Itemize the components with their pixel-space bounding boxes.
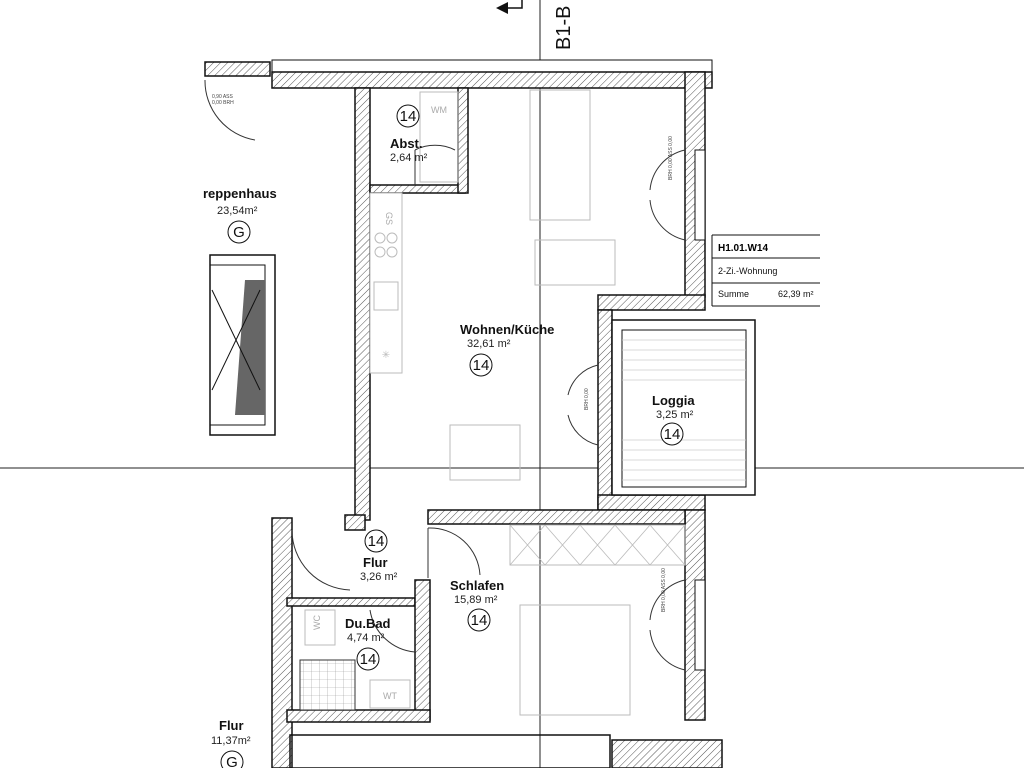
- room-tag: 14: [360, 651, 377, 668]
- room-area: 2,64 m²: [390, 152, 428, 164]
- room-wohnen-kueche: Wohnen/Küche 32,61 m² 14: [460, 322, 554, 377]
- room-flur: 14 Flur 3,26 m²: [360, 529, 398, 583]
- door-label: BRH 0,00: [584, 388, 590, 410]
- room-schlafen: Schlafen 15,89 m² 14: [450, 578, 504, 632]
- loggia: [611, 319, 756, 496]
- room-flur-common: Flur 11,37m² G: [211, 718, 251, 768]
- walls: [271, 59, 723, 768]
- dryer: [369, 679, 411, 709]
- room-area: 3,25 m²: [656, 409, 694, 421]
- room-name: Abst.: [390, 136, 423, 151]
- room-area: 4,74 m²: [347, 632, 385, 644]
- room-tag: 14: [400, 108, 417, 125]
- room-tag: 14: [473, 357, 490, 374]
- room-abstellraum: 14 Abst. 2,64 m²: [390, 104, 428, 164]
- window-label: 0,00 BRH: [212, 100, 234, 106]
- window-label: 0,90 ASS: [212, 94, 234, 100]
- room-loggia: Loggia 3,25 m² 14: [652, 393, 695, 446]
- room-name: Du.Bad: [345, 616, 391, 631]
- room-tag: 14: [368, 533, 385, 550]
- room-name: Schlafen: [450, 578, 504, 593]
- room-tag: 14: [664, 426, 681, 443]
- room-bad: Du.Bad 4,74 m² 14: [345, 616, 391, 671]
- fridge-label: GS: [384, 212, 394, 225]
- shower: [299, 659, 356, 711]
- room-area: 15,89 m²: [454, 594, 498, 606]
- sum-label: Summe: [718, 289, 749, 299]
- toilet-label: WC: [312, 615, 322, 630]
- room-treppenhaus: reppenhaus 23,54m² G: [203, 186, 277, 244]
- sum-value: 62,39 m²: [778, 289, 814, 299]
- section-arrowhead-icon: [496, 2, 508, 14]
- window-label: BRH 0,00 ASS 0,00: [661, 568, 667, 612]
- room-area: 3,26 m²: [360, 571, 398, 583]
- washer-label: WM: [431, 105, 447, 115]
- washer: [419, 91, 459, 183]
- windows-doors: [291, 144, 706, 671]
- kitchen-counter: ✳: [369, 192, 403, 374]
- room-area: 32,61 m²: [467, 338, 511, 350]
- staircase: [204, 61, 276, 436]
- unit-info-box: H1.01.W14 2-Zi.-Wohnung Summe 62,39 m²: [711, 234, 820, 307]
- toilet: [304, 609, 336, 646]
- room-tag: G: [226, 754, 238, 768]
- room-name: Flur: [363, 555, 388, 570]
- section-marker: B1-B: [553, 6, 575, 50]
- room-name: Wohnen/Küche: [460, 322, 554, 337]
- room-tag: G: [233, 224, 245, 241]
- room-name: Loggia: [652, 393, 695, 408]
- room-name: Flur: [219, 718, 244, 733]
- unit-id: H1.01.W14: [718, 243, 768, 254]
- dryer-label: WT: [383, 691, 397, 701]
- room-area: 11,37m²: [211, 735, 251, 747]
- furniture: [449, 89, 686, 716]
- room-name: reppenhaus: [203, 186, 277, 201]
- extractor-icon: ✳: [382, 350, 390, 361]
- unit-type: 2-Zi.-Wohnung: [718, 266, 777, 276]
- window-label: BRH 0,00 ASS 0,00: [668, 136, 674, 180]
- room-tag: 14: [471, 612, 488, 629]
- room-area: 23,54m²: [217, 205, 258, 217]
